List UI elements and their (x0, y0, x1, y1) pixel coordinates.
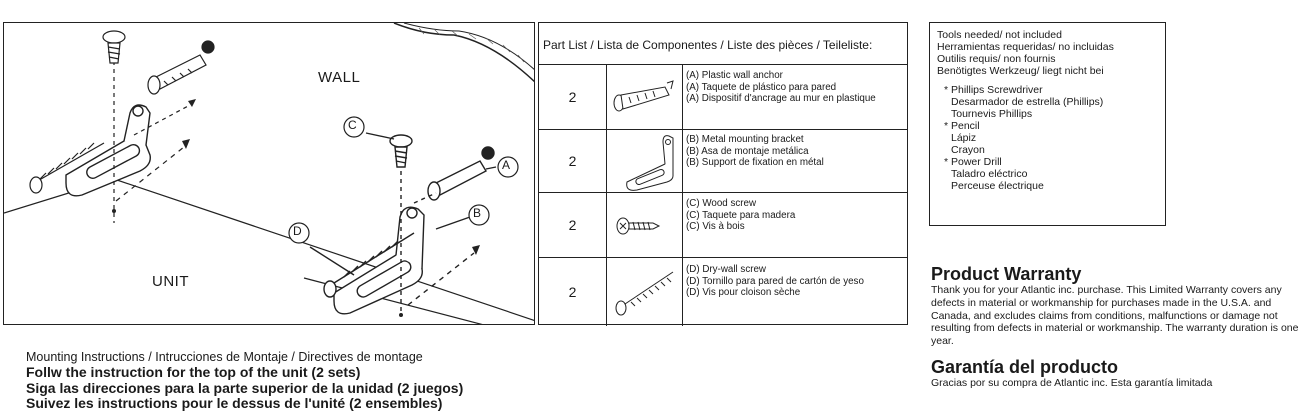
warranty-text: Thank you for your Atlantic inc. purchas… (931, 284, 1299, 348)
callout-d: D (293, 224, 303, 238)
part-row-d: 2 (D) Dry-wall screw (D) Tornillo para p… (539, 258, 907, 326)
wall-label: WALL (318, 69, 361, 86)
part-row-a: 2 (A) Plastic wall anchor (A) Taquete de… (539, 65, 907, 130)
instructions-heading: Mounting Instructions / Intrucciones de … (26, 350, 423, 364)
mounting-illustration (4, 23, 534, 324)
tools-header: Tools needed/ not included Herramientas … (937, 29, 1114, 77)
warranty-title-es: Garantía del producto (931, 356, 1119, 377)
callout-c: C (348, 118, 358, 132)
wood-screw-icon (607, 193, 683, 257)
part-row-b: 2 (B) Metal mounting bracket (B) Asa de … (539, 130, 907, 193)
warranty-text-es: Gracias por su compra de Atlantic inc. E… (931, 376, 1213, 389)
part-qty: 2 (539, 65, 607, 129)
mounting-diagram: WALL UNIT C A B D (3, 22, 535, 325)
part-desc-b: (B) Metal mounting bracket (B) Asa de mo… (686, 134, 824, 168)
plastic-anchor-icon (607, 65, 683, 129)
part-list-header: Part List / Lista de Componentes / Liste… (539, 23, 907, 65)
part-qty: 2 (539, 258, 607, 326)
tools-needed-box: Tools needed/ not included Herramientas … (929, 22, 1166, 226)
unit-label: UNIT (152, 273, 189, 290)
mounting-instructions: Mounting Instructions / Intrucciones de … (26, 350, 463, 412)
warranty-title: Product Warranty (931, 264, 1082, 284)
part-desc-c: (C) Wood screw (C) Taquete para madera (… (686, 198, 796, 232)
part-desc-a: (A) Plastic wall anchor (A) Taquete de p… (686, 70, 876, 104)
instruction-line-es: Siga las direcciones para la parte super… (26, 379, 464, 396)
part-qty: 2 (539, 193, 607, 257)
instruction-line-fr: Suivez les instructions pour le dessus d… (26, 395, 443, 411)
instruction-line-en: Follw the instruction for the top of the… (26, 364, 361, 380)
tool-item-pencil: * Pencil Lápiz Crayon (944, 120, 985, 156)
callout-a: A (502, 158, 511, 172)
part-list-table: Part List / Lista de Componentes / Liste… (538, 22, 908, 326)
tool-item-screwdriver: * Phillips Screwdriver Desarmador de est… (944, 84, 1104, 120)
drywall-screw-icon (607, 258, 683, 326)
tool-item-drill: * Power Drill Taladro eléctrico Perceuse… (944, 156, 1044, 192)
callout-b: B (473, 206, 482, 220)
part-qty: 2 (539, 130, 607, 192)
warranty-section: Product Warranty Thank you for your Atla… (931, 264, 1299, 390)
metal-bracket-icon (607, 130, 683, 192)
part-desc-d: (D) Dry-wall screw (D) Tornillo para par… (686, 264, 864, 298)
part-row-c: 2 (C) Wood screw (C) Taquete para madera… (539, 193, 907, 258)
